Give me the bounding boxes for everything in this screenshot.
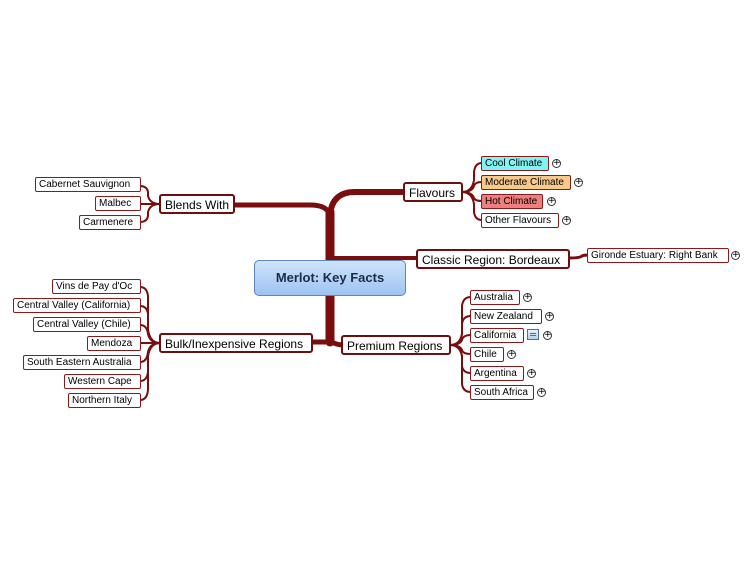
leaf-northern-italy[interactable]: Northern Italy	[68, 393, 141, 408]
leaf-central-valley-california[interactable]: Central Valley (California)	[13, 298, 141, 313]
connector-flavour-4	[461, 191, 483, 221]
connector-bulk-5	[139, 342, 161, 363]
expand-argentina-icon[interactable]: +	[527, 368, 536, 378]
connector-flavour-2	[461, 181, 483, 193]
connector-premium-2	[449, 315, 472, 346]
leaf-western-cape[interactable]: Western Cape	[64, 374, 141, 389]
leaf-cabernet-sauvignon[interactable]: Cabernet Sauvignon	[35, 177, 141, 192]
expand-new-zealand-icon[interactable]: +	[545, 311, 554, 321]
connector-blend-3	[139, 203, 161, 223]
expand-moderate-climate-icon[interactable]: +	[574, 177, 583, 187]
connector-blends	[227, 202, 333, 218]
leaf-mendoza[interactable]: Mendoza	[87, 336, 141, 351]
topic-bulk-regions[interactable]: Bulk/Inexpensive Regions	[159, 333, 313, 353]
expand-australia-icon[interactable]: +	[523, 292, 532, 302]
topic-classic-region[interactable]: Classic Region: Bordeaux	[416, 249, 570, 269]
connector-bordeaux-leaf	[567, 253, 590, 260]
connector-bulk-3	[139, 324, 161, 344]
leaf-cool-climate[interactable]: Cool Climate	[481, 156, 549, 171]
leaf-malbec[interactable]: Malbec	[95, 196, 141, 211]
leaf-vins-de-pay-doc[interactable]: Vins de Pay d'Oc	[52, 279, 141, 294]
expand-gironde-estuary-icon[interactable]: +	[731, 250, 740, 260]
leaf-other-flavours[interactable]: Other Flavours	[481, 213, 559, 228]
expand-cool-climate-icon[interactable]: +	[552, 158, 561, 168]
leaf-south-eastern-australia[interactable]: South Eastern Australia	[23, 355, 141, 370]
expand-chile-icon[interactable]: +	[507, 349, 516, 359]
connector-flavour-1	[461, 162, 483, 193]
expand-south-africa-icon[interactable]: +	[537, 387, 546, 397]
leaf-chile[interactable]: Chile	[470, 347, 504, 362]
connector-bulk-7	[139, 342, 161, 401]
connector-premium-6	[449, 344, 472, 393]
connector-flavours	[327, 189, 408, 218]
leaf-central-valley-chile[interactable]: Central Valley (Chile)	[33, 317, 141, 332]
leaf-australia[interactable]: Australia	[470, 290, 520, 305]
leaf-new-zealand[interactable]: New Zealand	[470, 309, 542, 324]
leaf-hot-climate[interactable]: Hot Climate	[481, 194, 543, 209]
connector-blend-1	[139, 185, 161, 205]
topic-blends-with[interactable]: Blends With	[159, 194, 235, 214]
leaf-carmenere[interactable]: Carmenere	[79, 215, 141, 230]
leaf-south-africa[interactable]: South Africa	[470, 385, 534, 400]
leaf-argentina[interactable]: Argentina	[470, 366, 524, 381]
topic-flavours[interactable]: Flavours	[403, 182, 463, 202]
leaf-california[interactable]: California	[470, 328, 524, 343]
topic-premium-regions[interactable]: Premium Regions	[341, 335, 451, 355]
expand-california-icon[interactable]: +	[543, 330, 552, 340]
central-topic[interactable]: Merlot: Key Facts	[254, 260, 406, 296]
leaf-moderate-climate[interactable]: Moderate Climate	[481, 175, 571, 190]
expand-other-flavours-icon[interactable]: +	[562, 215, 571, 225]
note-icon[interactable]	[527, 329, 539, 340]
leaf-gironde-estuary[interactable]: Gironde Estuary: Right Bank	[587, 248, 729, 263]
expand-hot-climate-icon[interactable]: +	[547, 196, 556, 206]
